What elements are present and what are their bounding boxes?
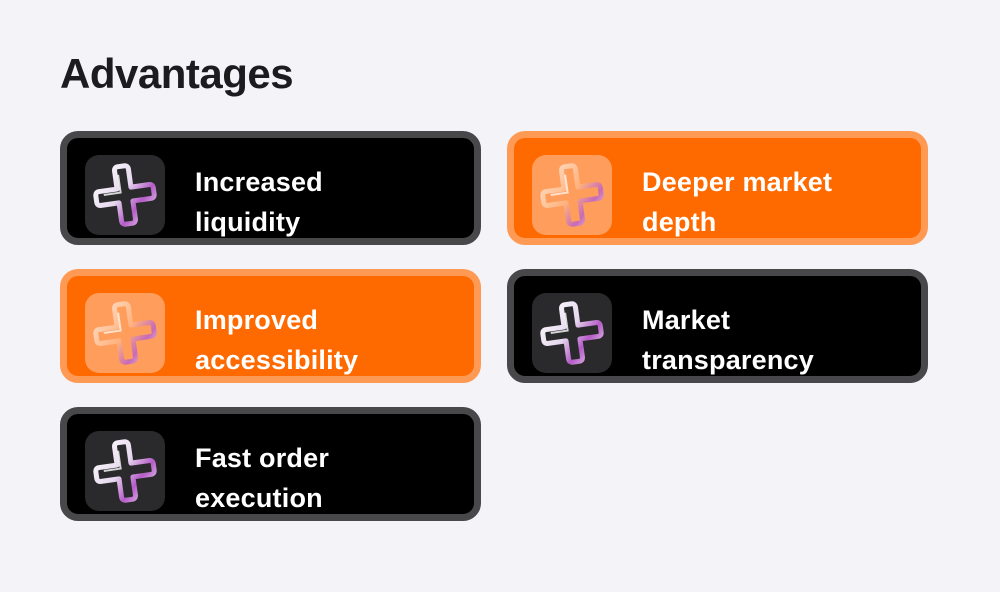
card-label: Fast order execution (195, 438, 465, 518)
card-label-line2: transparency (642, 345, 814, 375)
card-label-line1: Deeper market (642, 167, 833, 197)
glass-plus-icon (93, 439, 157, 503)
section-title: Advantages (60, 50, 294, 97)
card-icon-tile (532, 155, 612, 235)
glass-plus-icon (540, 301, 604, 365)
card-label-line1: Market (642, 305, 731, 335)
card-label-line1: Fast order (195, 443, 330, 473)
card-increased-liquidity[interactable]: Increased liquidity (60, 131, 481, 245)
card-improved-accessibility[interactable]: Improved accessibility (60, 269, 481, 383)
card-label: Increased liquidity (195, 162, 465, 242)
card-label-line1: Increased (195, 167, 323, 197)
card-label-line2: depth (642, 207, 717, 237)
glass-plus-icon (93, 301, 157, 365)
card-deeper-market-depth[interactable]: Deeper market depth (507, 131, 928, 245)
card-label-line2: liquidity (195, 207, 301, 237)
glass-plus-icon (540, 163, 604, 227)
card-fast-order-execution[interactable]: Fast order execution (60, 407, 481, 521)
glass-plus-icon (93, 163, 157, 227)
card-label-line2: accessibility (195, 345, 359, 375)
card-label: Improved accessibility (195, 300, 465, 380)
card-icon-tile (85, 431, 165, 511)
card-icon-tile (85, 155, 165, 235)
card-market-transparency[interactable]: Market transparency (507, 269, 928, 383)
card-icon-tile (85, 293, 165, 373)
card-icon-tile (532, 293, 612, 373)
card-label-line1: Improved (195, 305, 319, 335)
card-label: Deeper market depth (642, 162, 912, 242)
card-label: Market transparency (642, 300, 912, 380)
card-label-line2: execution (195, 483, 323, 513)
